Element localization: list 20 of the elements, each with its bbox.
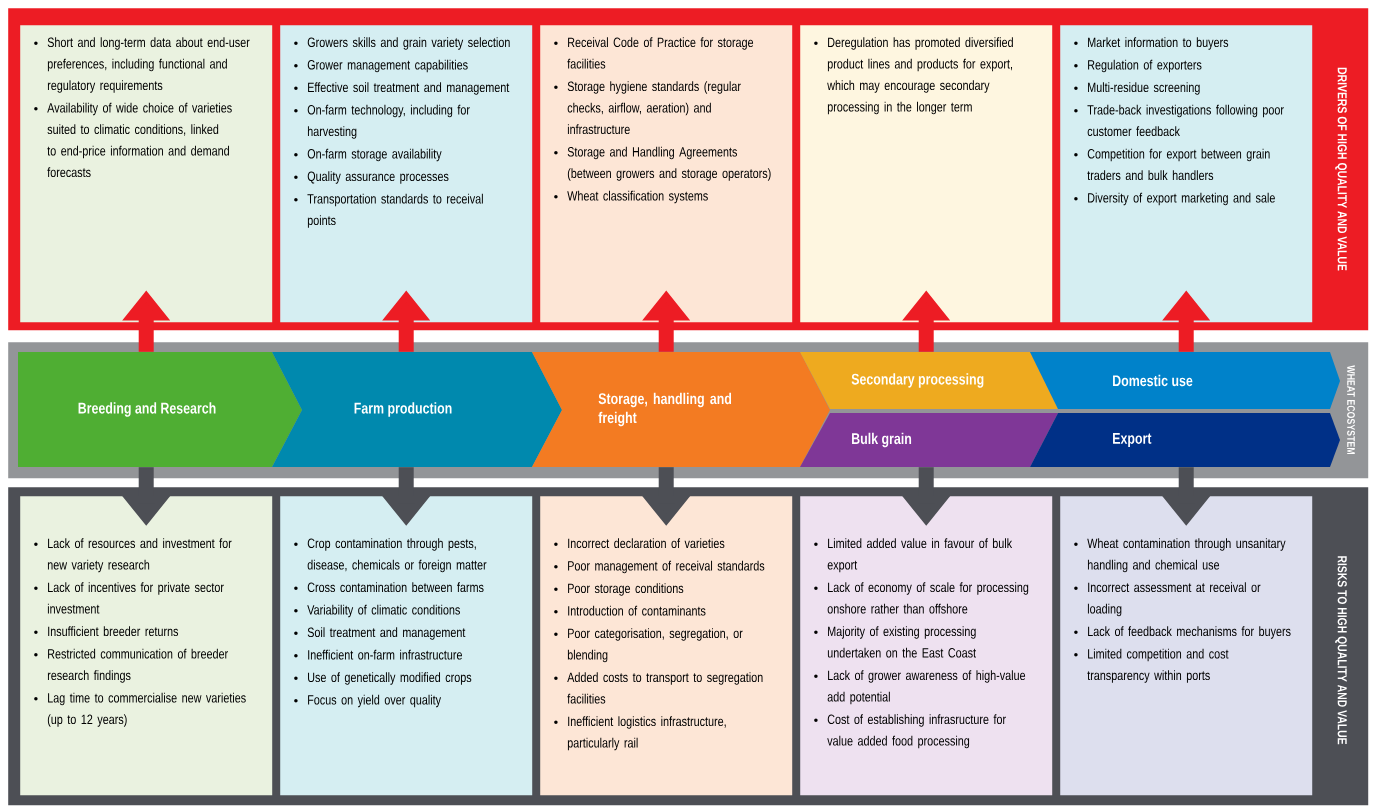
text-box: Incorrect declaration of varieties Poor management of receival standards Poor storage conditions Introduction of contaminants Poor categorisation, segregation, or blending Added costs to transport to segregation facilities Inefficient logistics infrastructure, particularly rail xyxy=(540,496,793,796)
stage-banner: Breeding and Research xyxy=(18,352,302,467)
text-box: Short and long-term data about end-user preferences, including functional and regulatory requirements Availability of wide choice of varieties suited to climatic conditions, linked to end-price information and demand forecasts xyxy=(20,25,273,323)
side-heading: WHEAT ECOSYSTEM xyxy=(1347,365,1355,455)
stage-banner: Bulk grain xyxy=(800,413,1058,467)
text-box: Wheat contamination through unsanitary handling and chemical use Incorrect assessment at receival or loading Lack of feedback mechanisms for buyers Limited competition and cost transparency within ports xyxy=(1060,496,1313,796)
text-box: Growers skills and grain variety selection Grower management capabilities Effective soil treatment and management On-farm technology, including for harvesting On-farm storage availability Quality assurance processes Transportation standards to receival points xyxy=(280,25,533,323)
text-box: Market information to buyers Regulation of exporters Multi-residue screening Trade-back investigations following poor customer feedback Competition for export between grain traders and bulk handlers Diversity of export marketing and sale xyxy=(1060,25,1313,323)
stage-banner: Farm production xyxy=(272,352,562,467)
text-box: Receival Code of Practice for storage facilities Storage hygiene standards (regular checks, airflow, aeration) and infrastructure Storage and Handling Agreements (between growers and storage operators) Wheat classification systems xyxy=(540,25,793,323)
stage-banner: Domestic use xyxy=(1030,352,1340,409)
text-box: Crop contamination through pests, disease, chemicals or foreign matter Cross contamination between farms Variability of climatic conditions Soil treatment and management Inefficient on-farm infrastructure Use of genetically modified crops Focus on yield over quality xyxy=(280,496,533,796)
stage-banner: Storage, handling and freight xyxy=(532,352,830,467)
side-heading: RISKS TO HIGH QUALITY AND VALUE xyxy=(1335,556,1347,745)
side-heading: DRIVERS OF HIGH QUALITY AND VALUE xyxy=(1335,67,1347,271)
text-box: Deregulation has promoted diversified product lines and products for export, which may encourage secondary processing in the longer term xyxy=(800,25,1053,323)
text-box: Limited added value in favour of bulk export Lack of economy of scale for processing onshore rather than offshore Majority of existing processing undertaken on the East Coast Lack of grower awareness of high-value add potential Cost of establishing infrasructure for value added food processing xyxy=(800,496,1053,796)
stage-banner: Export xyxy=(1030,413,1340,467)
text-box: Lack of resources and investment for new variety research Lack of incentives for private sector investment Insufficient breeder returns Restricted communication of breeder research findings Lag time to commercialise new varieties (up to 12 years) xyxy=(20,496,273,796)
stage-banner: Secondary processing xyxy=(800,352,1058,409)
